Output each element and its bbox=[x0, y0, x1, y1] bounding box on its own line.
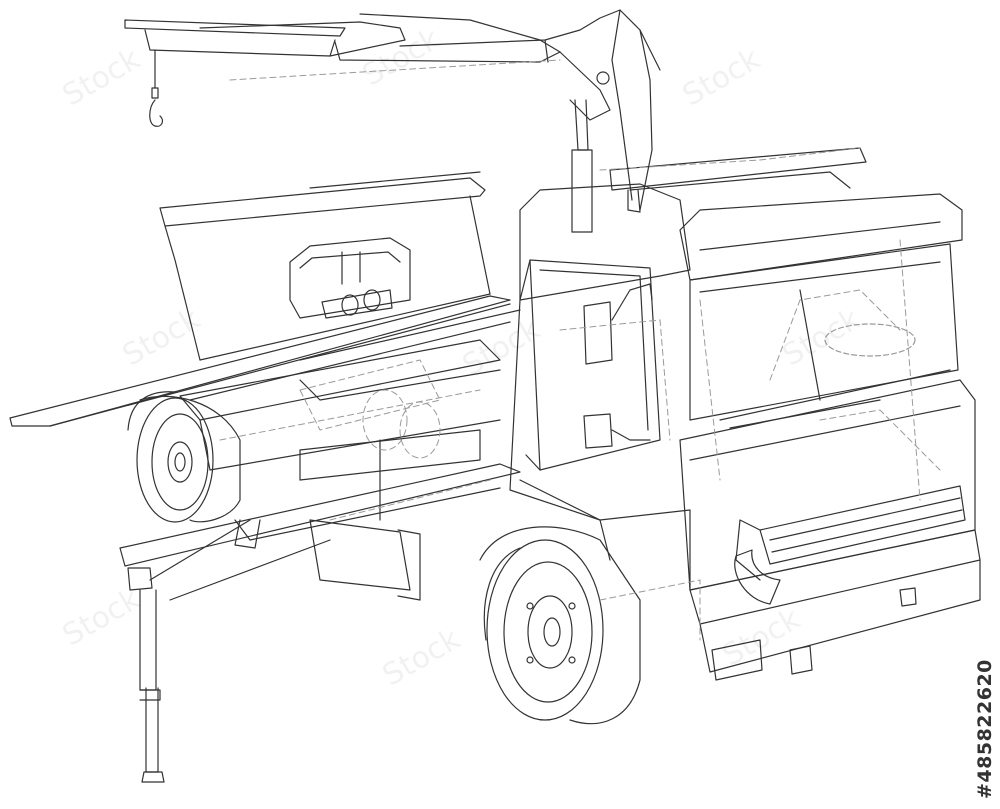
bumper bbox=[689, 529, 981, 625]
headlight bbox=[734, 549, 781, 605]
truck-cab bbox=[509, 147, 981, 681]
crane-boom bbox=[124, 9, 661, 233]
grille bbox=[759, 485, 966, 565]
loading-ramp bbox=[9, 295, 521, 427]
stock-id-label: #485822620 bbox=[974, 659, 996, 799]
cab-door bbox=[529, 259, 661, 471]
hidden-lines bbox=[219, 59, 941, 641]
mirror bbox=[583, 301, 613, 365]
chassis-frame bbox=[119, 339, 521, 601]
front-wheel bbox=[479, 526, 641, 725]
hook-icon bbox=[149, 49, 164, 127]
rear-wheel bbox=[127, 391, 241, 523]
outrigger-leg bbox=[127, 567, 165, 783]
cab-front bbox=[679, 379, 976, 591]
tilt-bed bbox=[159, 171, 491, 361]
winch bbox=[321, 289, 393, 319]
windshield bbox=[689, 243, 959, 421]
